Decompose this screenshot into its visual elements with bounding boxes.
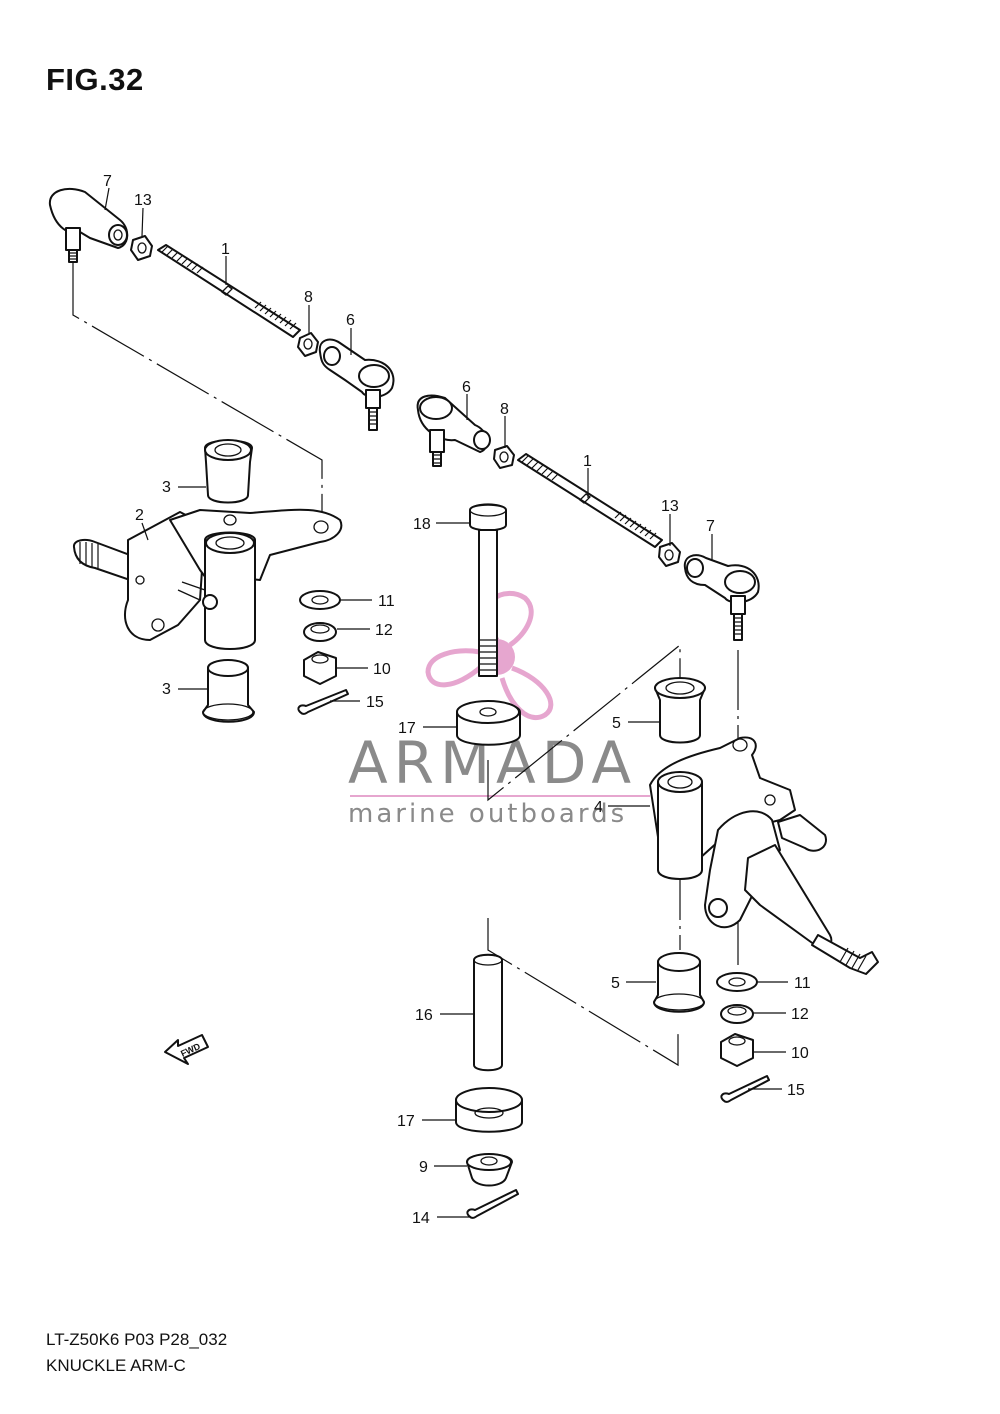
callout-1-right: 1	[583, 453, 592, 470]
callout-5-lower: 5	[611, 975, 620, 992]
callout-9: 9	[419, 1159, 428, 1176]
spacer-17-upper	[456, 700, 521, 746]
bolt-18	[469, 503, 507, 677]
callout-10-left: 10	[373, 661, 391, 678]
tie-rod-end-7-left	[48, 187, 129, 263]
callout-4: 4	[594, 799, 603, 816]
callout-8-left: 8	[304, 289, 313, 306]
castle-nut-10-right	[720, 1033, 754, 1067]
washer-11-right	[716, 972, 758, 992]
steering-knuckle-2-left	[73, 508, 343, 650]
callout-11-right: 11	[794, 975, 811, 992]
nut-8-left	[297, 332, 319, 357]
tie-rod-end-6-left	[318, 338, 395, 431]
steering-knuckle-4-right	[649, 736, 879, 975]
callout-12-left: 12	[375, 622, 393, 639]
callout-6-right: 6	[462, 379, 471, 396]
spacer-17-lower	[455, 1087, 523, 1133]
callout-leader-lines	[104, 187, 788, 1218]
callout-5-upper: 5	[612, 715, 621, 732]
callout-1-left: 1	[221, 241, 230, 258]
tie-rod-1-right	[517, 453, 663, 548]
callout-labels: 7 13 1 8 6 6 8 1 13 7 3 2 18 11 12 10 3 …	[103, 173, 811, 1227]
figure-name: KNUCKLE ARM-C	[46, 1356, 186, 1375]
bushing-5-upper	[654, 677, 706, 744]
callout-12-right: 12	[791, 1006, 809, 1023]
model-code: LT-Z50K6 P03 P28_032	[46, 1330, 228, 1349]
figure-title: FIG.32	[46, 62, 144, 97]
cotter-pin-14	[466, 1189, 519, 1219]
tie-rod-1-left	[157, 244, 301, 338]
watermark: ARMADA marine outboards	[348, 591, 650, 829]
castle-nut-10-left	[303, 651, 337, 685]
washer-11-left	[299, 590, 341, 610]
callout-2: 2	[135, 507, 144, 524]
nut-8-right	[493, 445, 515, 469]
callout-15-right: 15	[787, 1082, 805, 1099]
callout-11-left: 11	[378, 593, 395, 610]
callout-17-lower: 17	[397, 1113, 415, 1130]
callout-7-left: 7	[103, 173, 112, 190]
callout-15-left: 15	[366, 694, 384, 711]
callout-18: 18	[413, 516, 431, 533]
watermark-tagline: marine outboards	[348, 799, 627, 829]
bushing-3-upper	[204, 439, 253, 504]
nut-9	[466, 1153, 513, 1187]
callout-17-upper: 17	[398, 720, 416, 737]
callout-3-upper: 3	[162, 479, 171, 496]
callout-6-left: 6	[346, 312, 355, 329]
callout-13-left: 13	[134, 192, 152, 209]
callout-10-right: 10	[791, 1045, 809, 1062]
callout-14: 14	[412, 1210, 430, 1227]
tie-rod-end-6-right	[416, 394, 491, 467]
tie-rod-end-7-right	[683, 554, 760, 641]
assembly-guide-lines	[72, 262, 739, 1067]
cotter-pin-15-right	[720, 1075, 770, 1103]
cotter-pin-15-left	[297, 689, 349, 715]
lock-nut-13-left	[130, 235, 153, 261]
lock-nut-13-right	[658, 542, 681, 567]
callout-8-right: 8	[500, 401, 509, 418]
bushing-5-lower	[653, 952, 705, 1013]
callout-7-right: 7	[706, 518, 715, 535]
bushing-3-lower	[202, 659, 255, 723]
washer-12-right	[720, 1004, 754, 1024]
callout-13-right: 13	[661, 498, 679, 515]
callout-16: 16	[415, 1007, 433, 1024]
callout-3-lower: 3	[162, 681, 171, 698]
pivot-sleeve-16	[473, 953, 503, 1072]
fwd-arrow-icon: FWD	[164, 1034, 209, 1065]
washer-12-left	[303, 622, 337, 642]
